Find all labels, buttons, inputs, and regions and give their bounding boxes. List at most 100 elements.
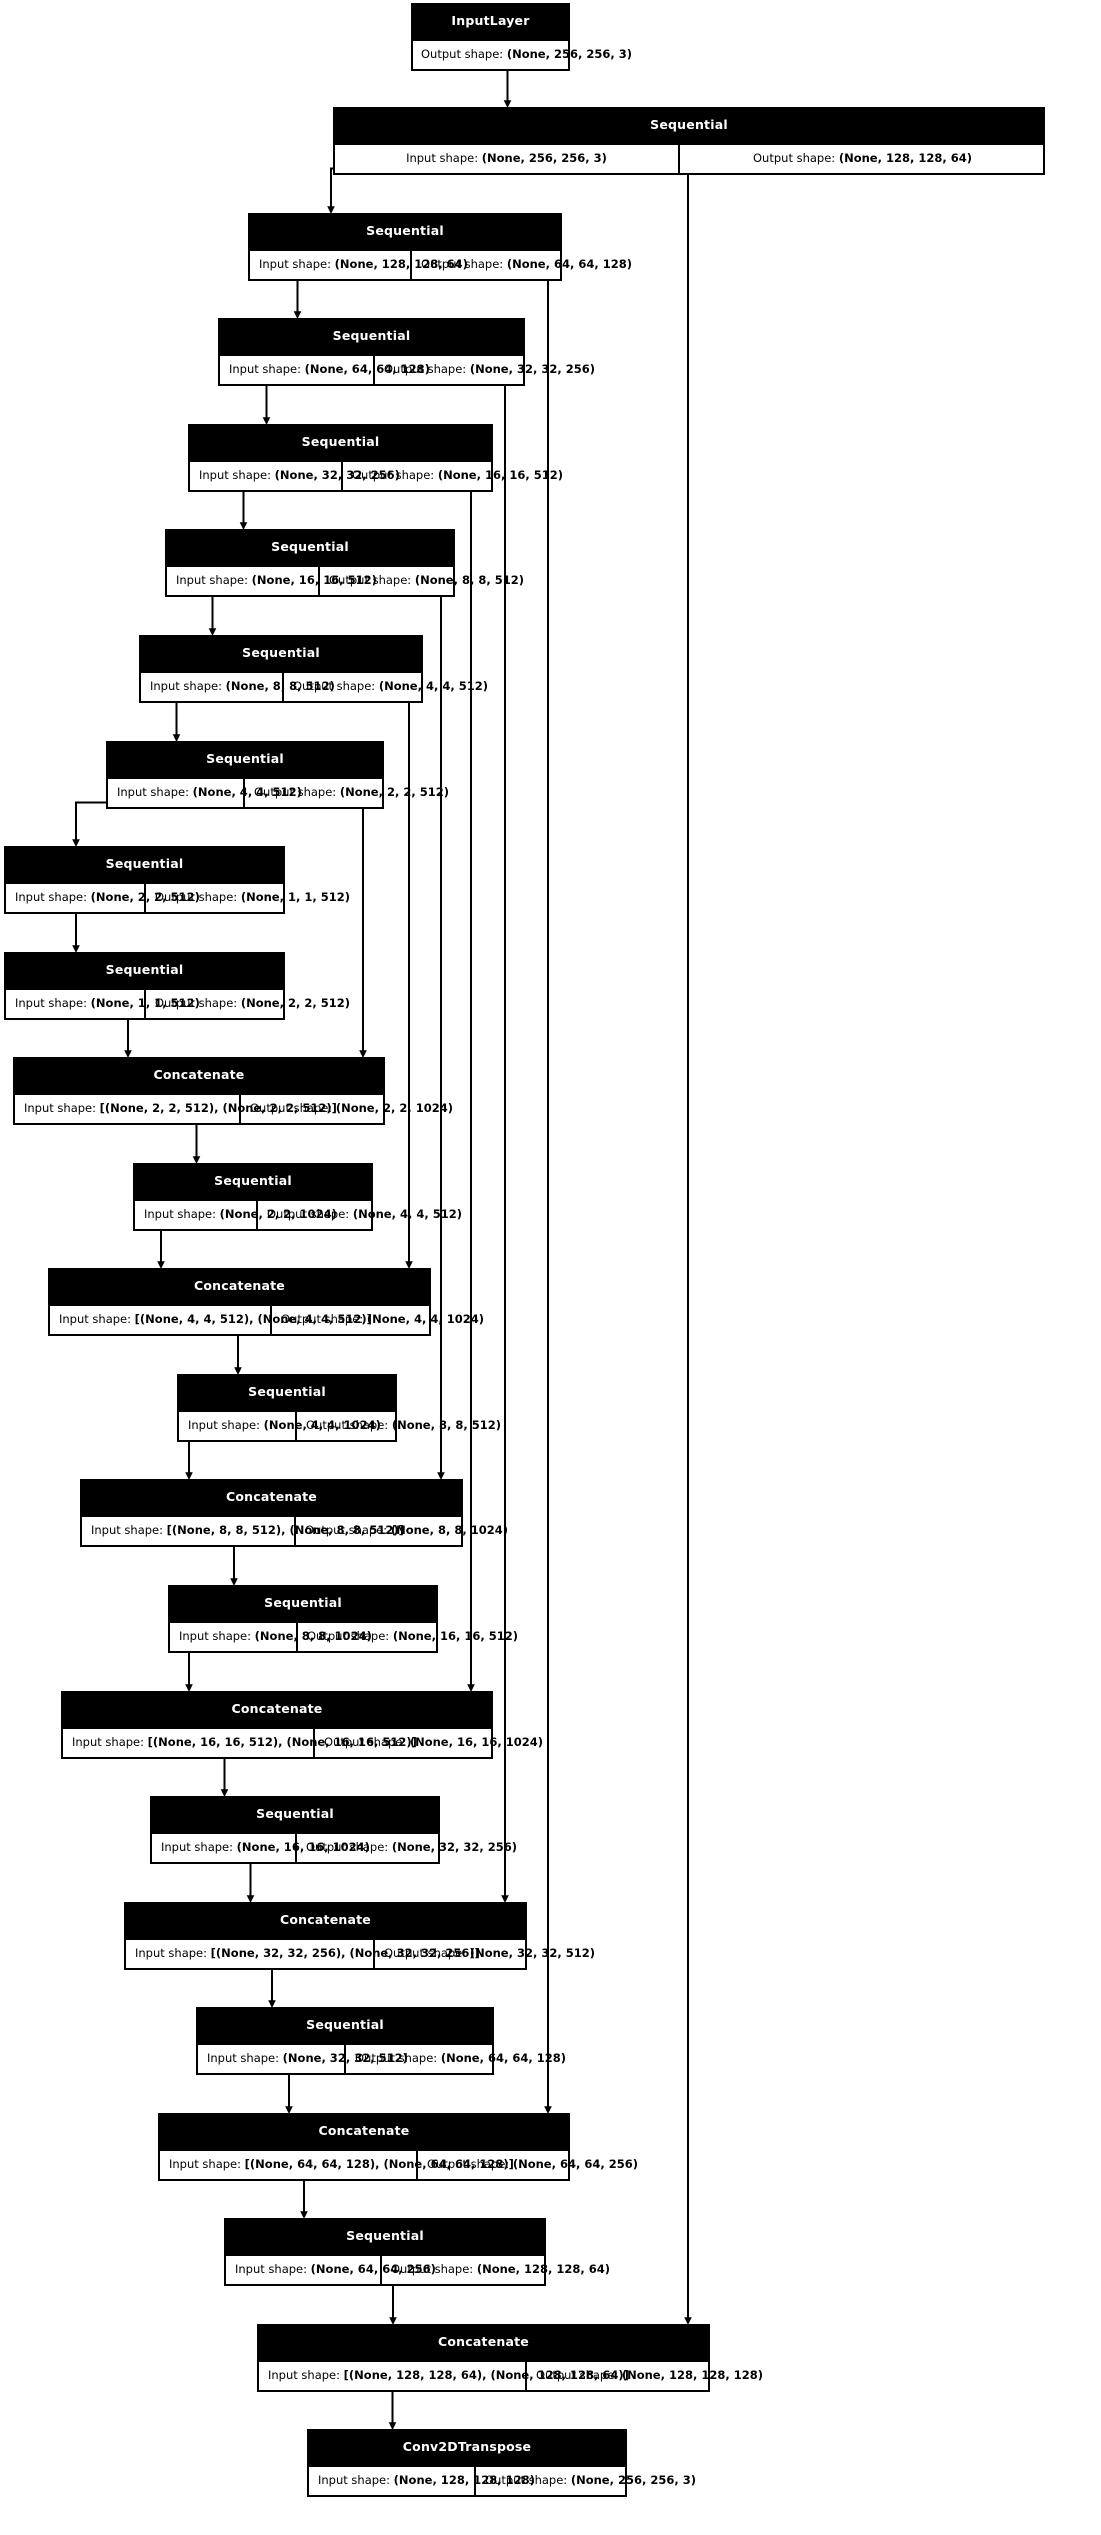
- node-shape-row: Input shape: [(None, 4, 4, 512), (None, …: [50, 1303, 484, 1334]
- node-input-shape-value: [(None, 8, 8, 512), (None, 8, 8, 512)]: [166, 1522, 404, 1537]
- node-input-shape-prefix: Input shape:: [161, 1839, 237, 1854]
- node-input-shape-prefix: Input shape:: [179, 1628, 255, 1643]
- node-input-shape: Input shape: (None, 32, 32, 256): [190, 461, 400, 490]
- node-shape-row: Input shape: (None, 128, 128, 128)Output…: [309, 2464, 696, 2496]
- node-input-shape: Input shape: (None, 64, 64, 128): [220, 355, 430, 384]
- node-output-shape-value: (None, 64, 64, 128): [440, 2050, 566, 2065]
- node-output-shape-value: (None, 2, 2, 512): [339, 784, 449, 799]
- node-input-shape: Input shape: (None, 32, 32, 512): [198, 2044, 408, 2073]
- node-input-shape-value: (None, 128, 128, 64): [334, 256, 468, 271]
- node-input-shape-value: (None, 32, 32, 256): [274, 467, 400, 482]
- node-shape-row: Input shape: (None, 4, 4, 1024)Output sh…: [179, 1409, 501, 1440]
- node-shape-row: Input shape: (None, 64, 64, 256)Output s…: [226, 2253, 610, 2284]
- node-output-shape: Output shape: (None, 64, 64, 128): [346, 2045, 566, 2074]
- node-output-shape-prefix: Output shape:: [305, 1522, 391, 1537]
- node-title: Sequential: [152, 1798, 438, 1832]
- node-output-shape: Output shape: (None, 2, 2, 512): [146, 990, 350, 1019]
- node-input-shape: Input shape: [(None, 4, 4, 512), (None, …: [50, 1305, 372, 1334]
- node-output-shape-value: (None, 128, 128, 64): [838, 150, 972, 165]
- node-title: Sequential: [170, 1587, 436, 1621]
- node-output-shape: Output shape: (None, 16, 16, 1024): [315, 1729, 543, 1758]
- node-input-shape-value: [(None, 4, 4, 512), (None, 4, 4, 512)]: [134, 1311, 372, 1326]
- node-shape-row: Input shape: (None, 4, 4, 512)Output sha…: [108, 776, 449, 807]
- node-output-shape-value: (None, 2, 2, 1024): [335, 1100, 453, 1115]
- node-shape-row: Input shape: (None, 8, 8, 1024)Output sh…: [170, 1620, 518, 1652]
- node-input-shape-value: (None, 256, 256, 3): [481, 150, 607, 165]
- node-output-shape-prefix: Output shape:: [293, 678, 379, 693]
- node-input-shape-prefix: Input shape:: [117, 784, 193, 799]
- node-title: Concatenate: [63, 1693, 491, 1727]
- node-output-shape-prefix: Output shape:: [427, 2156, 513, 2171]
- node-title: Sequential: [6, 954, 283, 988]
- node-shape-row: Input shape: [(None, 8, 8, 512), (None, …: [82, 1514, 508, 1545]
- node-input-shape-value: (None, 4, 4, 512): [192, 784, 302, 799]
- node-title: Concatenate: [160, 2115, 568, 2149]
- edge-n1-to-n22: [684, 162, 864, 2326]
- node-output-shape-value: (None, 128, 128, 128): [621, 2367, 763, 2382]
- node-output-shape-prefix: Output shape:: [384, 1945, 470, 1960]
- node-title: Concatenate: [82, 1481, 461, 1515]
- node-input-shape-value: (None, 64, 64, 256): [310, 2261, 436, 2276]
- node-output-shape-value: (None, 64, 64, 256): [512, 2156, 638, 2171]
- node-input-shape-value: (None, 32, 32, 512): [282, 2050, 408, 2065]
- node-input-shape-value: (None, 128, 128, 128): [393, 2472, 535, 2487]
- node-title: Sequential: [135, 1165, 371, 1199]
- node-input-shape: Input shape: [(None, 32, 32, 256), (None…: [126, 1939, 480, 1968]
- node-output-shape: Output shape: (None, 1, 1, 512): [146, 884, 350, 913]
- node-input-shape: Input shape: (None, 16, 16, 512): [167, 566, 377, 595]
- node-input-shape: Input shape: (None, 8, 8, 1024): [170, 1622, 372, 1651]
- node-output-shape-prefix: Output shape:: [155, 889, 241, 904]
- node-output-shape-value: (None, 8, 8, 1024): [390, 1522, 508, 1537]
- node-output-shape-value: (None, 16, 16, 512): [392, 1628, 518, 1643]
- node-input-shape-value: (None, 2, 2, 512): [90, 889, 200, 904]
- node-output-shape-prefix: Output shape:: [307, 1628, 393, 1643]
- node-output-shape-value: (None, 256, 256, 3): [570, 2472, 696, 2487]
- node-output-shape: Output shape: (None, 2, 2, 1024): [241, 1095, 453, 1124]
- node-input-shape-prefix: Input shape:: [135, 1945, 211, 1960]
- node-shape-row: Output shape: (None, 256, 256, 3): [413, 38, 632, 69]
- node-shape-row: Input shape: (None, 16, 16, 512)Output s…: [167, 564, 524, 595]
- node-shape-row: Input shape: (None, 256, 256, 3)Output s…: [335, 142, 1043, 173]
- node-output-shape-prefix: Output shape:: [329, 572, 415, 587]
- node-output-shape: Output shape: (None, 32, 32, 256): [297, 1834, 517, 1863]
- node-output-shape: Output shape: (None, 16, 16, 512): [298, 1623, 518, 1652]
- node-shape-row: Input shape: (None, 1, 1, 512)Output sha…: [6, 987, 350, 1019]
- node-output-shape: Output shape: (None, 256, 256, 3): [476, 2467, 696, 2496]
- node-output-shape-prefix: Output shape:: [753, 150, 839, 165]
- node-input-shape-prefix: Input shape:: [169, 2156, 245, 2171]
- node-output-shape-value: (None, 16, 16, 1024): [409, 1734, 543, 1749]
- node-output-shape-value: (None, 4, 4, 1024): [366, 1311, 484, 1326]
- node-input-shape-prefix: Input shape:: [229, 361, 305, 376]
- node-title: Sequential: [141, 637, 421, 671]
- node-shape-row: Input shape: (None, 128, 128, 64)Output …: [250, 248, 632, 279]
- node-input-shape-value: (None, 8, 8, 512): [225, 678, 335, 693]
- node-title: Sequential: [226, 2220, 544, 2254]
- node-shape-row: Input shape: [(None, 2, 2, 512), (None, …: [15, 1092, 453, 1124]
- node-shape-row: Input shape: (None, 64, 64, 128)Output s…: [220, 353, 595, 384]
